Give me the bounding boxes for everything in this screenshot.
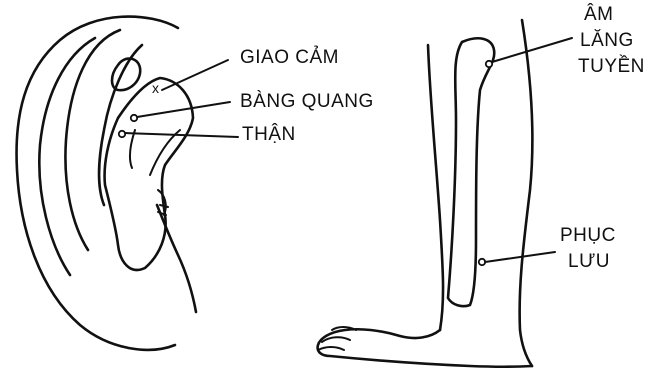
ear-concha	[105, 78, 193, 270]
ear-outer-helix	[17, 17, 196, 350]
than-leader	[125, 133, 238, 137]
am-lang-tuyen-leader	[492, 38, 572, 62]
leg-tibia	[448, 38, 494, 306]
leg-front-contour	[520, 20, 533, 366]
bang-quang-point	[131, 115, 137, 121]
leg-foot	[318, 329, 532, 367]
label-am: ÂM	[584, 4, 614, 26]
label-giao-cam: GIAO CẢM	[240, 47, 339, 69]
label-lang: LĂNG	[580, 30, 634, 52]
label-bang-quang: BÀNG QUANG	[240, 91, 374, 113]
ear-helix-rim	[39, 38, 95, 275]
label-luu: LƯU	[568, 251, 610, 273]
label-phuc: PHỤC	[560, 225, 616, 247]
phuc-luu-leader	[485, 252, 555, 262]
label-tuyen: TUYỀN	[578, 56, 645, 78]
giao-cam-leader	[162, 60, 228, 90]
giao-cam-x-mark: x	[152, 80, 159, 96]
bang-quang-leader	[137, 102, 230, 117]
label-than: THẬN	[242, 124, 296, 146]
leg-back-contour	[428, 45, 443, 330]
than-point	[119, 131, 125, 137]
ear-drawing: x	[17, 17, 238, 350]
leg-drawing	[318, 20, 572, 367]
